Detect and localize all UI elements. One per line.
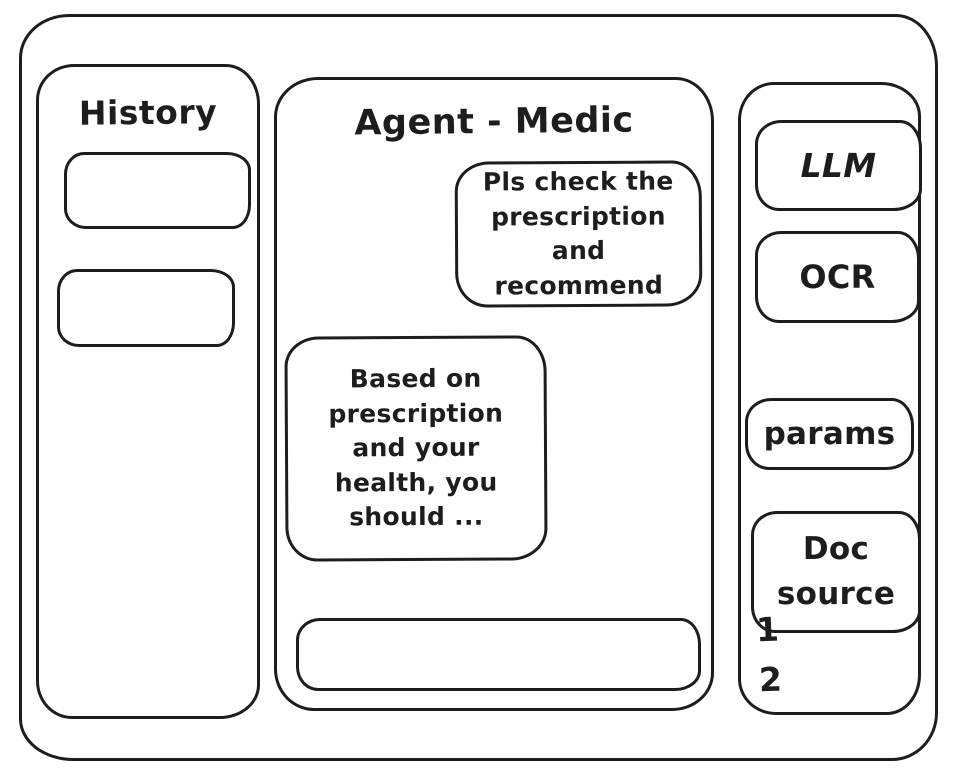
history-panel: History	[36, 64, 260, 719]
chat-input[interactable]	[296, 618, 701, 691]
chat-panel: Agent - Medic Pls check the prescription…	[274, 77, 714, 711]
history-item[interactable]	[57, 269, 235, 347]
doc-source-button[interactable]: Doc source	[751, 511, 921, 633]
user-message-bubble: Pls check the prescription and recommend	[454, 160, 703, 308]
history-panel-title: History	[78, 92, 218, 133]
tools-panel: LLM OCR params Doc source 1 2	[738, 82, 922, 715]
doc-source-item-1[interactable]: 1	[755, 609, 780, 650]
ocr-button[interactable]: OCR	[755, 231, 920, 323]
chat-panel-title: Agent - Medic	[354, 100, 634, 144]
history-item[interactable]	[64, 152, 251, 229]
assistant-message-bubble: Based on prescription and your health, y…	[284, 335, 548, 562]
params-button[interactable]: params	[745, 398, 914, 470]
llm-button[interactable]: LLM	[755, 120, 922, 211]
doc-source-item-2[interactable]: 2	[758, 659, 783, 700]
